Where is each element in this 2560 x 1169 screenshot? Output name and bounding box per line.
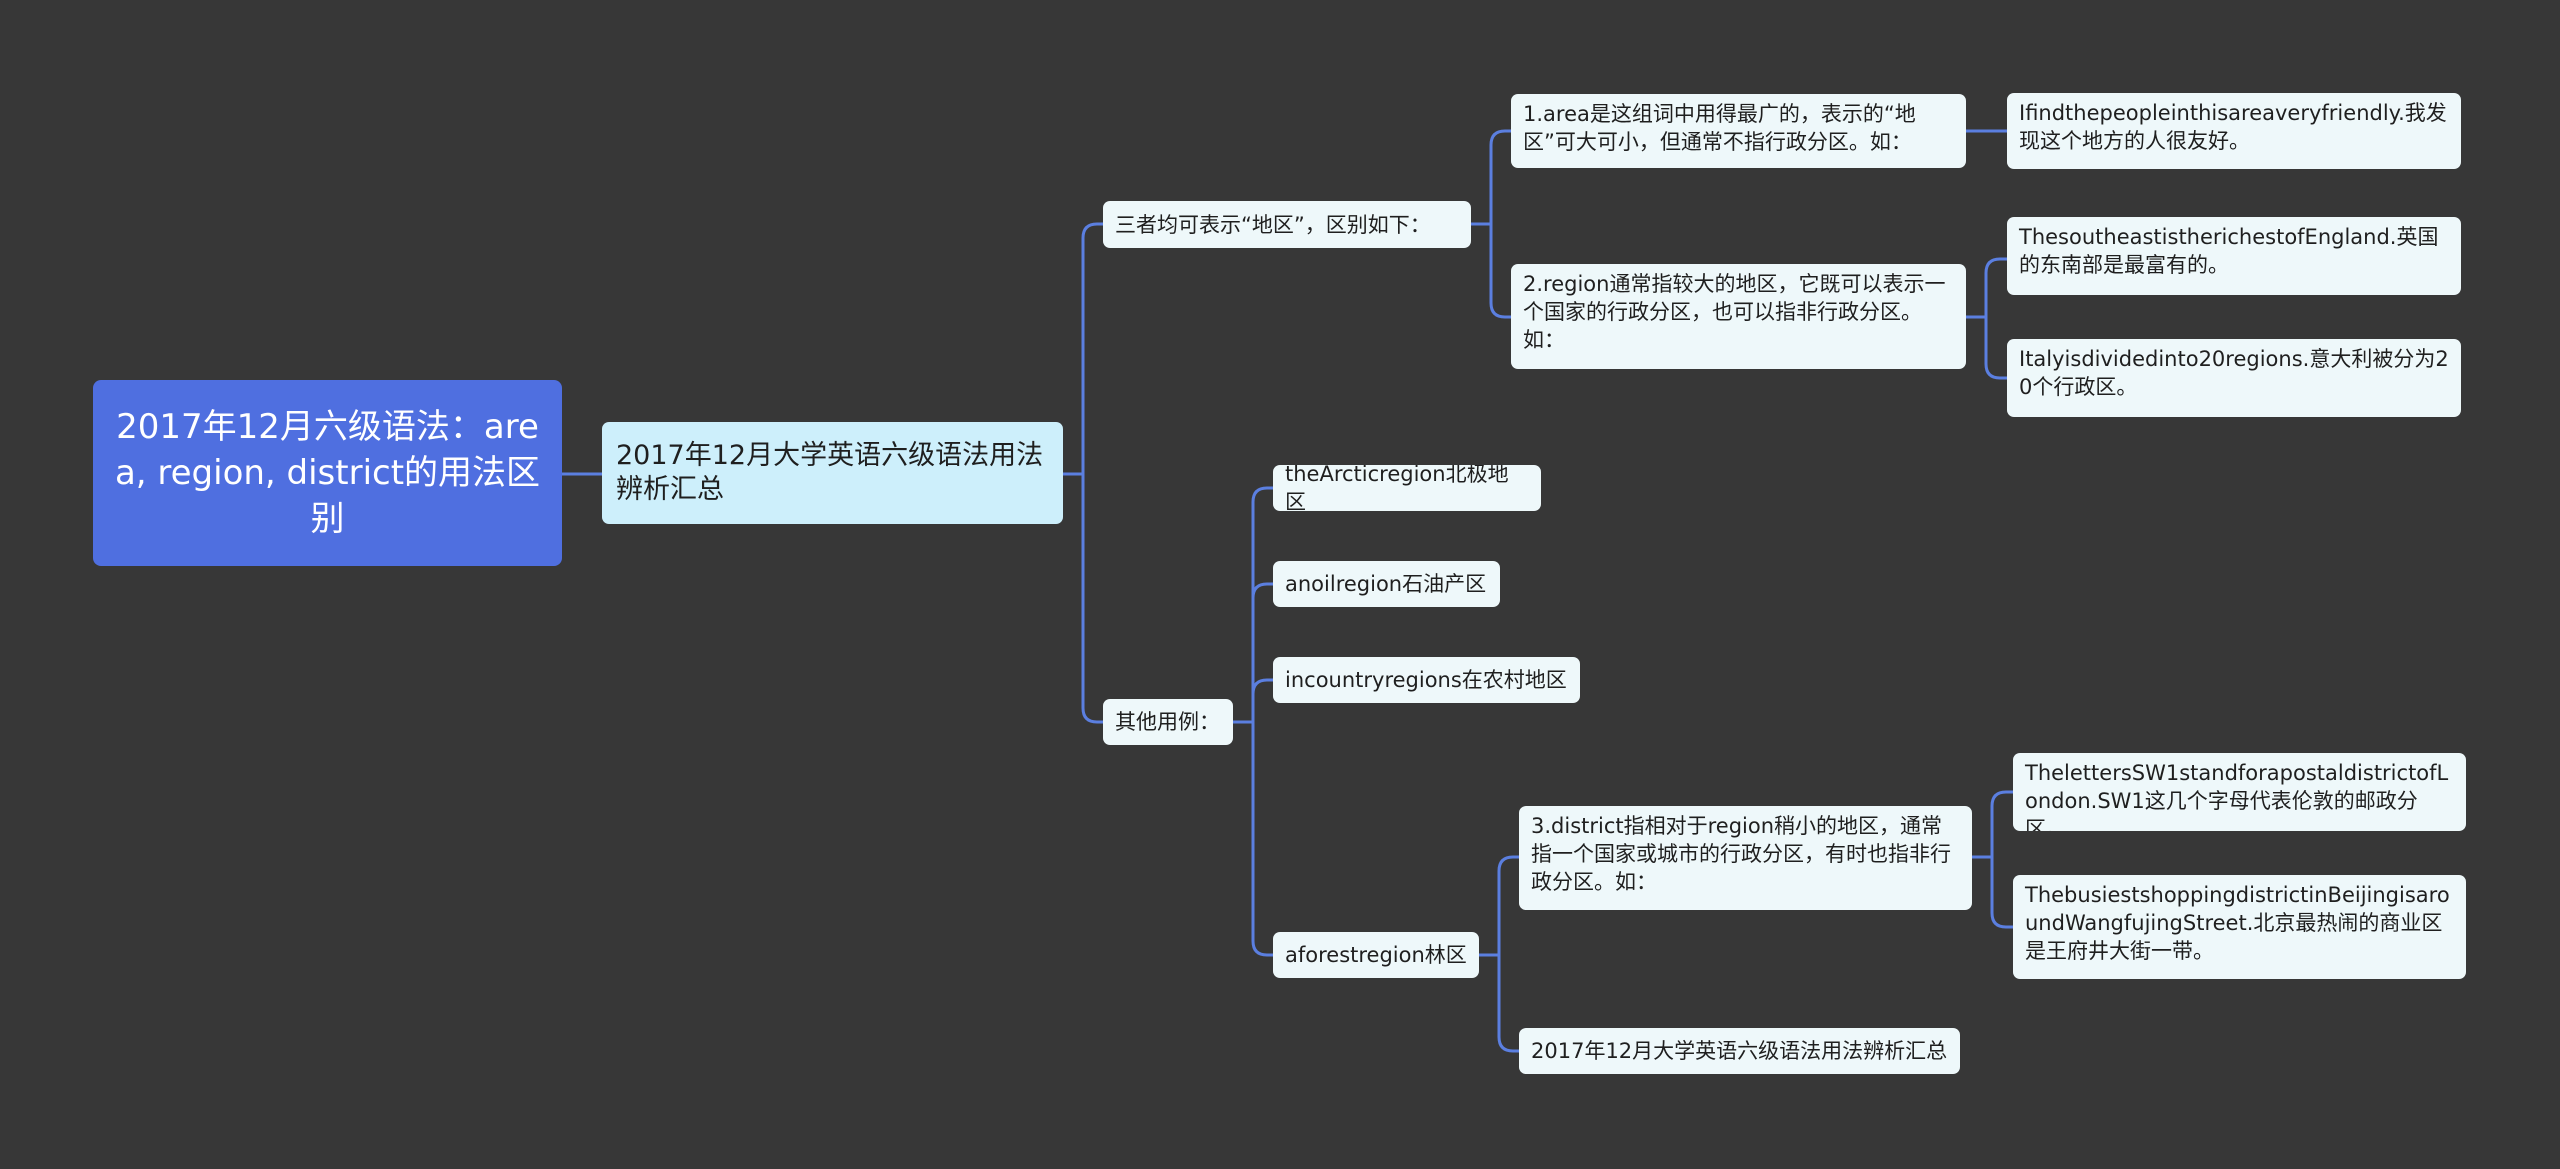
area-node[interactable]: 1.area是这组词中用得最广的，表示的“地区”可大可小，但通常不指行政分区。如…: [1511, 94, 1966, 168]
link-sub-branch-b: [1081, 474, 1103, 724]
district-example-1-label: ThelettersSW1standforapostaldistrictofLo…: [2025, 761, 2449, 831]
link-b-ex2: [1251, 582, 1273, 722]
district-example-2-label: ThebusiestshoppingdistrictinBeijingisaro…: [2025, 883, 2450, 963]
link-ex4-summary: [1497, 955, 1519, 1053]
district-node-label: 3.district指相对于region稍小的地区，通常指一个国家或城市的行政分…: [1531, 814, 1951, 894]
root-topic-label: 2017年12月六级语法：area, region, district的用法区别: [114, 407, 541, 539]
region-example-1-label: ThesoutheastistherichestofEngland.英国的东南部…: [2019, 225, 2439, 277]
link-b-ex1: [1233, 486, 1273, 724]
link-a-item2: [1489, 224, 1511, 319]
area-example-label: Ifindthepeopleinthisareaveryfriendly.我发现…: [2019, 101, 2447, 153]
link-b-ex4: [1251, 722, 1273, 957]
summary-node[interactable]: 2017年12月大学英语六级语法用法辨析汇总: [1519, 1028, 1960, 1074]
branch-a-node[interactable]: 三者均可表示“地区”，区别如下：: [1103, 201, 1471, 248]
link-item3-ex1: [1972, 790, 2013, 859]
area-example-node[interactable]: Ifindthepeopleinthisareaveryfriendly.我发现…: [2007, 93, 2461, 169]
district-example-1-node[interactable]: ThelettersSW1standforapostaldistrictofLo…: [2013, 753, 2466, 831]
branch-b-label: 其他用例：: [1115, 710, 1220, 734]
sub-topic-label: 2017年12月大学英语六级语法用法辨析汇总: [616, 440, 1044, 505]
region-node-label: 2.region通常指较大的地区，它既可以表示一个国家的行政分区，也可以指非行政…: [1523, 272, 1946, 352]
country-regions-node[interactable]: incountryregions在农村地区: [1273, 657, 1580, 703]
region-example-1-node[interactable]: ThesoutheastistherichestofEngland.英国的东南部…: [2007, 217, 2461, 295]
branch-a-label: 三者均可表示“地区”，区别如下：: [1115, 212, 1431, 237]
summary-label: 2017年12月大学英语六级语法用法辨析汇总: [1531, 1039, 1948, 1063]
forest-region-node[interactable]: aforestregion林区: [1273, 932, 1479, 978]
link-sub-branch-a: [1063, 222, 1103, 476]
link-item2-ex2: [1984, 317, 2007, 380]
arctic-region-node[interactable]: theArcticregion北极地区: [1273, 465, 1541, 511]
forest-region-label: aforestregion林区: [1285, 943, 1467, 967]
arctic-region-label: theArcticregion北极地区: [1285, 465, 1509, 511]
district-example-2-node[interactable]: ThebusiestshoppingdistrictinBeijingisaro…: [2013, 875, 2466, 979]
oil-region-label: anoilregion石油产区: [1285, 572, 1487, 596]
root-topic[interactable]: 2017年12月六级语法：area, region, district的用法区别: [93, 380, 562, 566]
district-node[interactable]: 3.district指相对于region稍小的地区，通常指一个国家或城市的行政分…: [1519, 806, 1972, 910]
sub-topic[interactable]: 2017年12月大学英语六级语法用法辨析汇总: [602, 422, 1063, 524]
region-example-2-label: Italyisdividedinto20regions.意大利被分为20个行政区…: [2019, 347, 2449, 399]
link-item2-ex1: [1966, 257, 2007, 319]
area-node-label: 1.area是这组词中用得最广的，表示的“地区”可大可小，但通常不指行政分区。如…: [1523, 102, 1916, 154]
link-a-item1: [1471, 129, 1511, 226]
link-b-ex3: [1251, 678, 1273, 722]
link-ex4-item3: [1479, 855, 1519, 957]
oil-region-node[interactable]: anoilregion石油产区: [1273, 561, 1500, 607]
country-regions-label: incountryregions在农村地区: [1285, 668, 1567, 692]
branch-b-node[interactable]: 其他用例：: [1103, 699, 1233, 745]
link-item3-ex2: [1990, 857, 2013, 929]
region-node[interactable]: 2.region通常指较大的地区，它既可以表示一个国家的行政分区，也可以指非行政…: [1511, 264, 1966, 369]
region-example-2-node[interactable]: Italyisdividedinto20regions.意大利被分为20个行政区…: [2007, 339, 2461, 417]
